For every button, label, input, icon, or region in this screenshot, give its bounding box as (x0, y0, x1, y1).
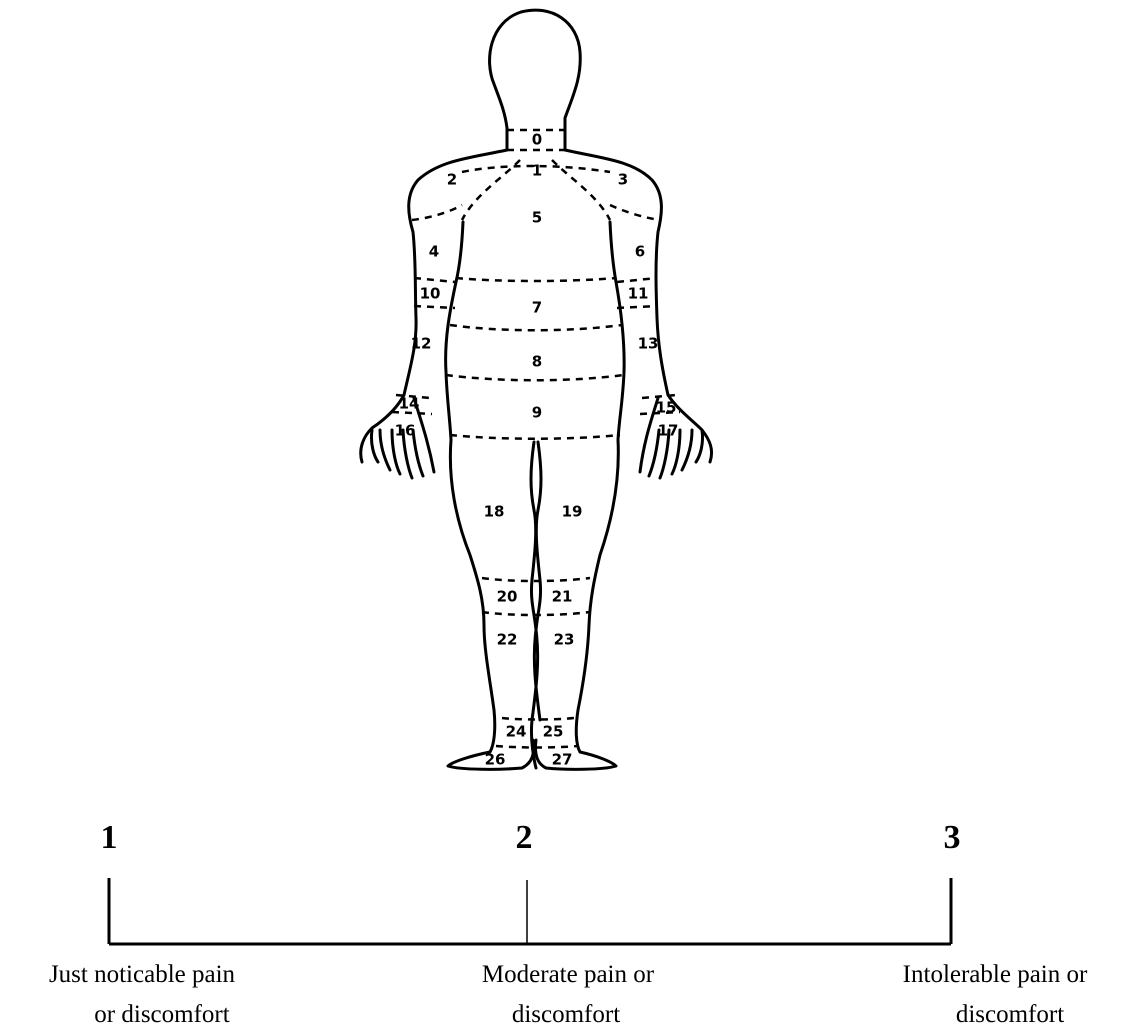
divider-waist-lower (450, 325, 622, 330)
region-label-22[interactable]: 22 (497, 631, 518, 649)
divider-shoulder-left (412, 205, 462, 220)
region-label-1[interactable]: 1 (532, 162, 542, 180)
right-arm-outline (565, 150, 712, 472)
region-label-13[interactable]: 13 (638, 335, 659, 353)
scale-label-1-line1: Just noticable pain (49, 961, 236, 988)
region-label-3[interactable]: 3 (618, 171, 628, 189)
region-label-27[interactable]: 27 (552, 751, 573, 769)
divider-knee-bottom (482, 612, 590, 615)
region-label-14[interactable]: 14 (399, 395, 420, 413)
region-label-16[interactable]: 16 (395, 422, 416, 440)
scale-label-3-line2: discomfort (956, 1001, 1064, 1028)
divider-knee-top (482, 578, 590, 581)
region-label-4[interactable]: 4 (429, 243, 439, 261)
divider-elbow-left-top (414, 278, 455, 282)
scale-value-1: 1 (101, 819, 118, 856)
region-label-20[interactable]: 20 (497, 588, 518, 606)
region-label-2[interactable]: 2 (447, 171, 457, 189)
divider-elbow-right-top (617, 278, 657, 282)
region-label-17[interactable]: 17 (658, 422, 679, 440)
scale-label-1-line2: or discomfort (94, 1001, 229, 1028)
region-label-15[interactable]: 15 (656, 399, 677, 417)
region-label-19[interactable]: 19 (562, 503, 583, 521)
divider-shoulder-right (610, 205, 660, 220)
scale-label-2-line2: discomfort (512, 1001, 620, 1028)
pain-rating-scale: 1 2 3 Just noticable pain or discomfort … (49, 819, 1088, 1028)
region-label-9[interactable]: 9 (532, 404, 542, 422)
scale-label-3-line1: Intolerable pain or (903, 961, 1088, 988)
region-label-11[interactable]: 11 (628, 285, 649, 303)
region-label-12[interactable]: 12 (411, 335, 432, 353)
region-label-23[interactable]: 23 (554, 631, 575, 649)
scale-value-3: 3 (944, 819, 961, 856)
scale-label-2-line1: Moderate pain or (482, 961, 655, 988)
region-label-26[interactable]: 26 (485, 751, 506, 769)
left-arm-outline (361, 150, 507, 472)
divider-hip (446, 375, 624, 380)
scale-value-2: 2 (516, 819, 533, 856)
region-label-6[interactable]: 6 (635, 243, 645, 261)
divider-elbow-right-bottom (617, 306, 657, 308)
region-label-10[interactable]: 10 (420, 285, 441, 303)
head-outline (490, 10, 581, 128)
region-label-0[interactable]: 0 (532, 131, 542, 149)
divider-groin (450, 435, 620, 439)
region-label-8[interactable]: 8 (532, 353, 542, 371)
region-label-25[interactable]: 25 (543, 723, 564, 741)
torso-right-side (610, 222, 624, 440)
region-label-18[interactable]: 18 (484, 503, 505, 521)
region-label-7[interactable]: 7 (532, 299, 542, 317)
body-figure (361, 10, 712, 769)
divider-waist-upper (456, 278, 616, 281)
region-label-24[interactable]: 24 (506, 723, 527, 741)
torso-left-side (446, 222, 463, 440)
divider-elbow-left-bottom (414, 306, 455, 308)
region-label-21[interactable]: 21 (552, 588, 573, 606)
region-label-5[interactable]: 5 (532, 209, 542, 227)
divider-ankle-top (502, 718, 574, 720)
